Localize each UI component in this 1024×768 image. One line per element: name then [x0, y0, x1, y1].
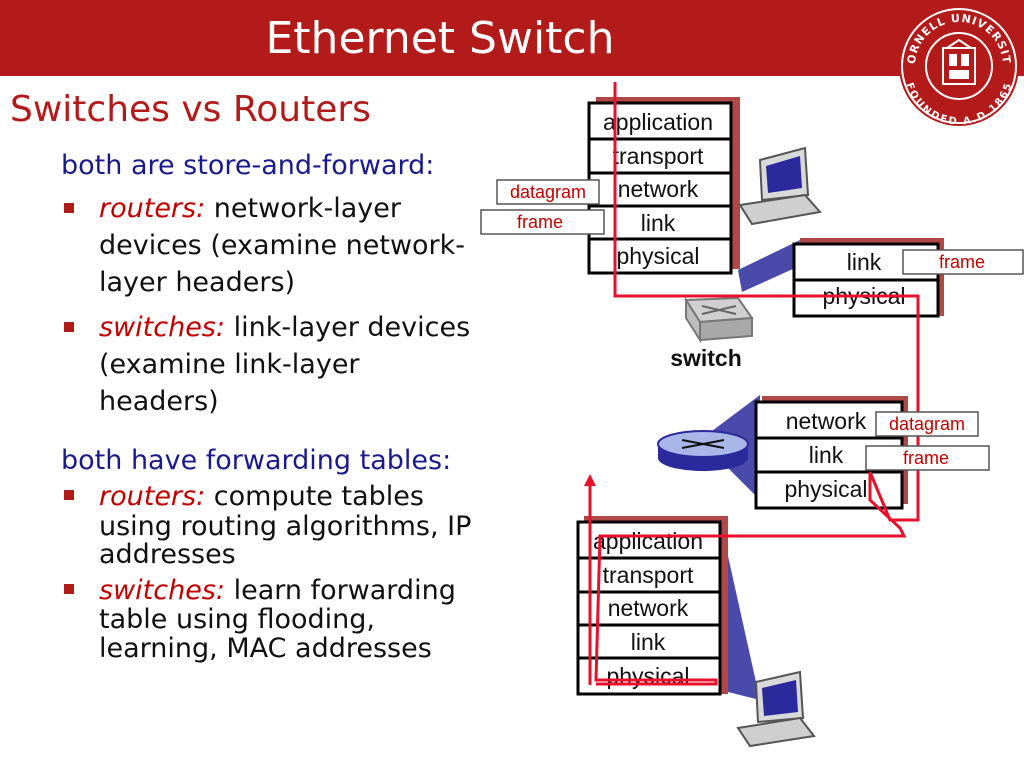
layer-transport: transport [603, 562, 694, 588]
layer-network: network [608, 595, 689, 621]
layer-link: link [847, 249, 882, 275]
layer-physical: physical [784, 476, 867, 502]
bullet-switches-line1: switches: link-layer devices [99, 312, 470, 343]
bullet-text: learning, MAC addresses [99, 633, 432, 664]
bullet-text: addresses [99, 539, 236, 570]
host-link [720, 520, 760, 700]
term-switches: switches: [99, 312, 225, 343]
switch-label: switch [670, 345, 742, 371]
layer-application: application [593, 528, 703, 554]
term-switches: switches: [99, 575, 225, 606]
bottom-host-computer-icon [736, 670, 816, 748]
term-routers: routers: [99, 481, 206, 512]
layer-transport: transport [613, 143, 704, 169]
tag-router-frame: frame [865, 445, 990, 471]
slide-subtitle: Switches vs Routers [10, 89, 371, 130]
bullet-switches-tables-line1: switches: learn forwarding [99, 576, 456, 606]
bullet-routers-line1: routers: network-layer [99, 193, 401, 224]
svg-text:frame: frame [903, 448, 949, 468]
data-path [594, 82, 920, 686]
term-routers: routers: [99, 193, 206, 224]
arrow-head-icon [584, 474, 596, 486]
title-bar: Ethernet Switch [0, 0, 1024, 76]
bullet-text: using routing algorithms, IP [99, 511, 472, 542]
section1-heading: both are store-and-forward: [61, 150, 435, 181]
svg-text:frame: frame [939, 252, 985, 272]
tag-switch-frame: frame [902, 249, 1024, 275]
layer-link: link [631, 629, 666, 655]
tag-top-datagram: datagram [496, 179, 600, 205]
bullet-text: (examine link-layer [99, 349, 360, 380]
slide-title: Ethernet Switch [265, 13, 615, 64]
bullet-text: devices (examine network- [99, 230, 466, 261]
svg-text:datagram: datagram [510, 182, 586, 202]
bullet-marker [64, 203, 74, 213]
bullet-text: network-layer [213, 193, 401, 224]
layer-physical: physical [616, 243, 699, 269]
tag-top-frame: frame [480, 209, 605, 235]
top-host-protocol-stack: application transport network link physi… [587, 97, 740, 275]
layer-link: link [641, 210, 676, 236]
svg-text:datagram: datagram [889, 414, 965, 434]
bullet-text: table using flooding, [99, 604, 375, 635]
layer-application: application [603, 109, 713, 135]
bottom-host-protocol-stack: application transport network link physi… [576, 516, 728, 696]
cornell-seal-logo: CORNELL UNIVERSITY FOUNDED A.D.1865 [897, 4, 1019, 128]
bullet-text: link-layer devices [233, 312, 471, 343]
bullet-text: headers) [99, 386, 219, 417]
bullet-text: compute tables [213, 481, 424, 512]
bullet-routers-tables-line1: routers: compute tables [99, 482, 424, 512]
bullet-marker [64, 490, 74, 500]
bullet-text: learn forwarding [233, 575, 456, 606]
router-icon [657, 430, 749, 471]
layer-network: network [618, 176, 699, 202]
bullet-marker [64, 322, 74, 332]
host-switch-link [738, 240, 800, 292]
layer-link: link [809, 442, 844, 468]
switch-icon [684, 296, 754, 344]
section2-heading: both have forwarding tables: [61, 445, 452, 476]
bullet-text: layer headers) [99, 267, 296, 298]
top-host-computer-icon [738, 146, 822, 226]
tag-router-datagram: datagram [875, 411, 979, 437]
svg-text:frame: frame [517, 212, 563, 232]
bullet-marker [64, 584, 74, 594]
layer-network: network [786, 408, 867, 434]
